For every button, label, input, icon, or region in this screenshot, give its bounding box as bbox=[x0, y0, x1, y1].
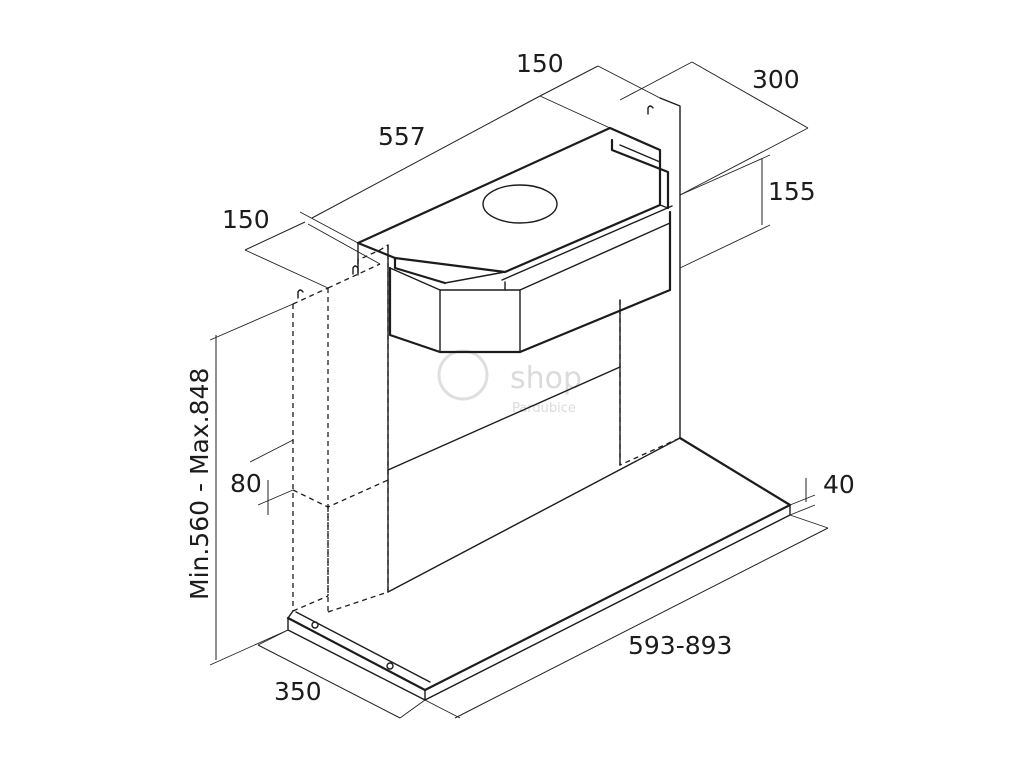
dim-label-150-right: 150 bbox=[516, 49, 564, 78]
dim-depth: 300 bbox=[679, 61, 809, 196]
dim-label-300: 300 bbox=[752, 65, 800, 94]
hook-icon bbox=[297, 289, 304, 299]
screw-icon bbox=[311, 621, 319, 629]
dim-width-range: 593-893 bbox=[424, 514, 829, 719]
dim-bracket-offset: 80 bbox=[230, 439, 294, 515]
motor-box bbox=[356, 126, 673, 285]
hook-icon bbox=[647, 105, 654, 115]
dim-label-150-left: 150 bbox=[222, 205, 270, 234]
exhaust-outlet-icon bbox=[482, 184, 558, 224]
hidden-back-panel bbox=[292, 244, 681, 613]
screw-icon bbox=[386, 662, 394, 670]
dim-label-width: 593-893 bbox=[628, 631, 732, 660]
hood-base bbox=[286, 436, 792, 701]
dim-label-557: 557 bbox=[378, 122, 426, 151]
dim-top-width: 557 bbox=[299, 95, 611, 244]
watermark-logo-icon bbox=[437, 349, 489, 401]
dim-left-offset: 150 bbox=[222, 205, 381, 289]
watermark: shop Pardubice bbox=[437, 349, 582, 416]
watermark-sub: Pardubice bbox=[512, 401, 576, 416]
mounting-hooks bbox=[297, 105, 654, 299]
dim-label-80: 80 bbox=[230, 469, 262, 498]
dim-height-range: Min.560 - Max.848 bbox=[185, 303, 294, 666]
dim-label-40: 40 bbox=[823, 470, 855, 499]
dim-hood-thickness: 40 bbox=[789, 470, 855, 516]
front-housing bbox=[388, 210, 672, 354]
hook-icon bbox=[352, 265, 359, 275]
dim-motor-height: 155 bbox=[679, 154, 816, 269]
dim-label-350: 350 bbox=[274, 677, 322, 706]
dim-label-155: 155 bbox=[768, 177, 816, 206]
dim-label-height: Min.560 - Max.848 bbox=[185, 368, 214, 600]
dim-depth-bottom: 350 bbox=[257, 629, 426, 719]
watermark-brand: shop bbox=[510, 361, 582, 396]
hood-chimney bbox=[387, 97, 681, 593]
dim-depth-offset: 150 bbox=[516, 49, 693, 101]
